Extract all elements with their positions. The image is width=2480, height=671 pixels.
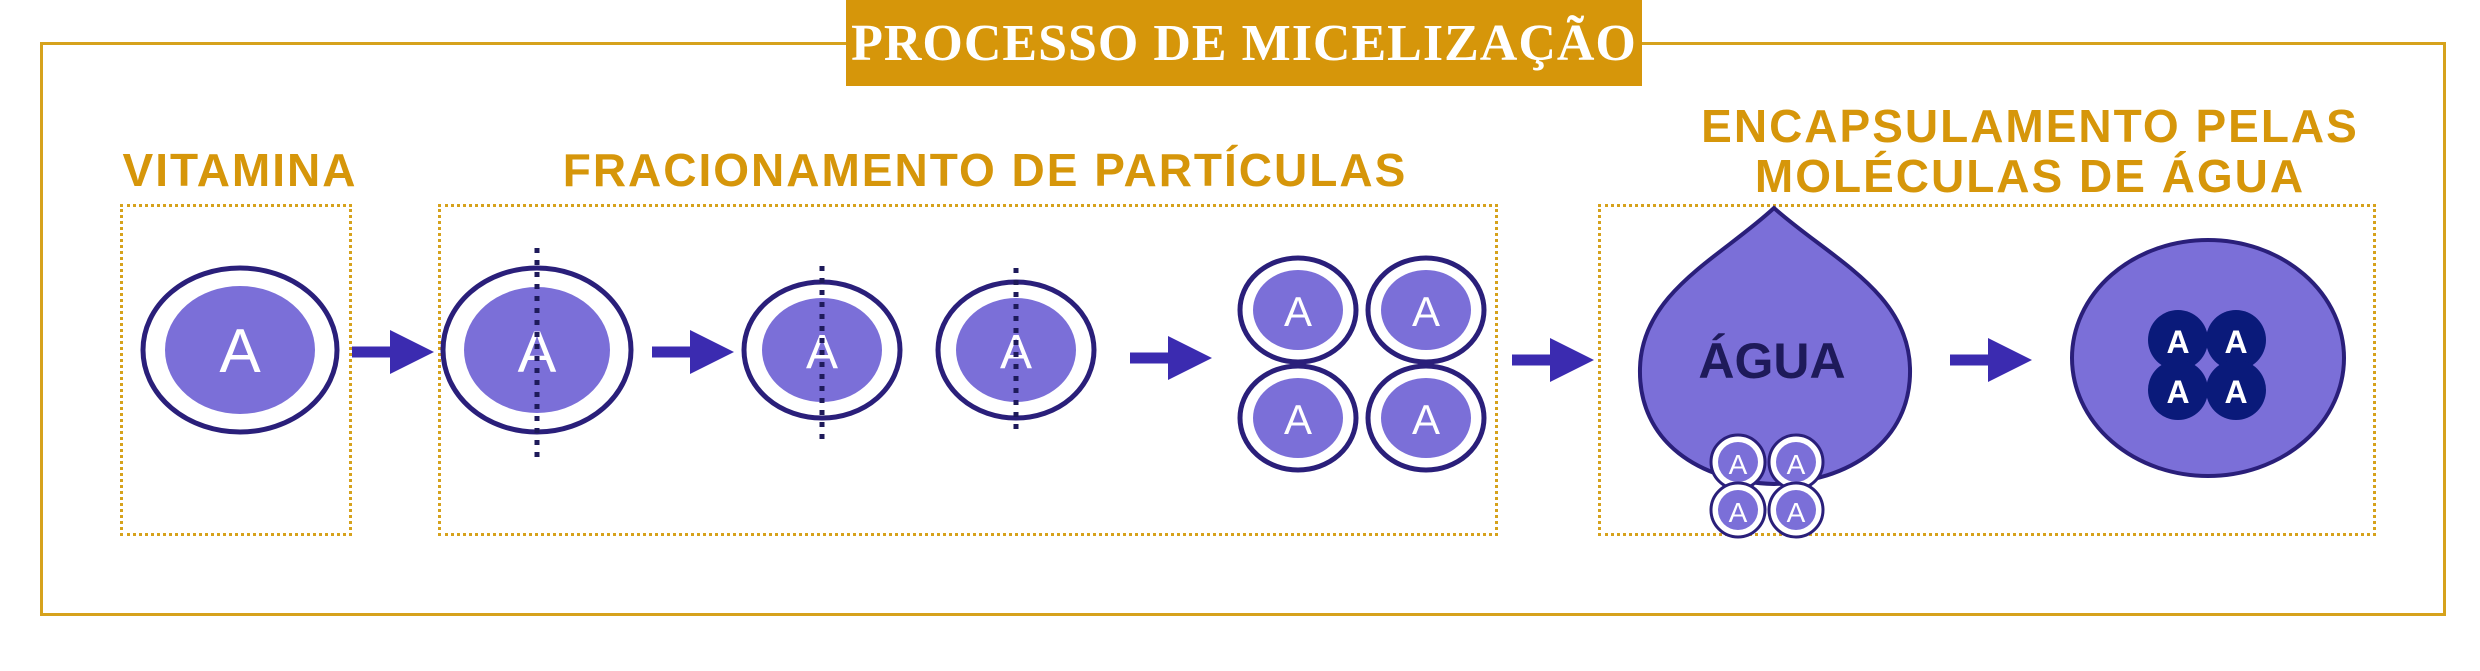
water-label: ÁGUA (1698, 333, 1845, 389)
dark-particle: A (2148, 310, 2208, 370)
small-particle: A (1365, 255, 1487, 365)
particle-letter: A (2224, 374, 2247, 410)
tiny-particle: A (1767, 433, 1825, 491)
particle-letter: A (2166, 374, 2189, 410)
particle-letter: A (518, 320, 557, 385)
dark-particle: A (2148, 360, 2208, 420)
particle-letter: A (1412, 288, 1440, 335)
particle-letter: A (1412, 396, 1440, 443)
small-particle: A (1237, 363, 1359, 473)
water-drop: ÁGUA A A A A (1637, 205, 1913, 539)
fractionation-box (438, 204, 1498, 536)
encapsulated-micelle: A A A A (2070, 238, 2346, 478)
small-particle: A (1237, 255, 1359, 365)
tiny-particle: A (1767, 481, 1825, 539)
tiny-particle: A (1709, 433, 1767, 491)
section-label-vitamin: VITAMINA (122, 144, 358, 196)
vitamin-box (120, 204, 352, 536)
particle-letter: A (2224, 324, 2247, 360)
particle-cut-medium-2: A (935, 268, 1097, 436)
section-label-encapsulation-line2: MOLÉCULAS DE ÁGUA (1754, 150, 2306, 202)
particle-letter: A (1787, 449, 1806, 480)
section-label-encapsulation-line1: ENCAPSULAMENTO PELAS (1701, 100, 2359, 152)
encapsulation-box (1598, 204, 2376, 536)
tiny-particle: A (1709, 481, 1767, 539)
small-particle-group: A A A A (1237, 255, 1487, 473)
particle-letter: A (1729, 497, 1748, 528)
section-label-fractionation: FRACIONAMENTO DE PARTÍCULAS (562, 144, 1408, 196)
particle-cut-large: A (440, 248, 634, 458)
particle-letter: A (219, 317, 261, 386)
dark-particle: A (2206, 310, 2266, 370)
particle-letter: A (1284, 288, 1312, 335)
particle-letter: A (1284, 396, 1312, 443)
title-banner: PROCESSO DE MICELIZAÇÃO (846, 0, 1642, 86)
particle-cut-medium-1: A (741, 266, 903, 446)
page-title: PROCESSO DE MICELIZAÇÃO (851, 14, 1637, 72)
dark-particle: A (2206, 360, 2266, 420)
small-particle: A (1365, 363, 1487, 473)
particle-letter: A (1787, 497, 1806, 528)
particle-letter: A (2166, 324, 2189, 360)
particle-letter: A (1729, 449, 1748, 480)
vitamin-particle: A (140, 265, 340, 435)
